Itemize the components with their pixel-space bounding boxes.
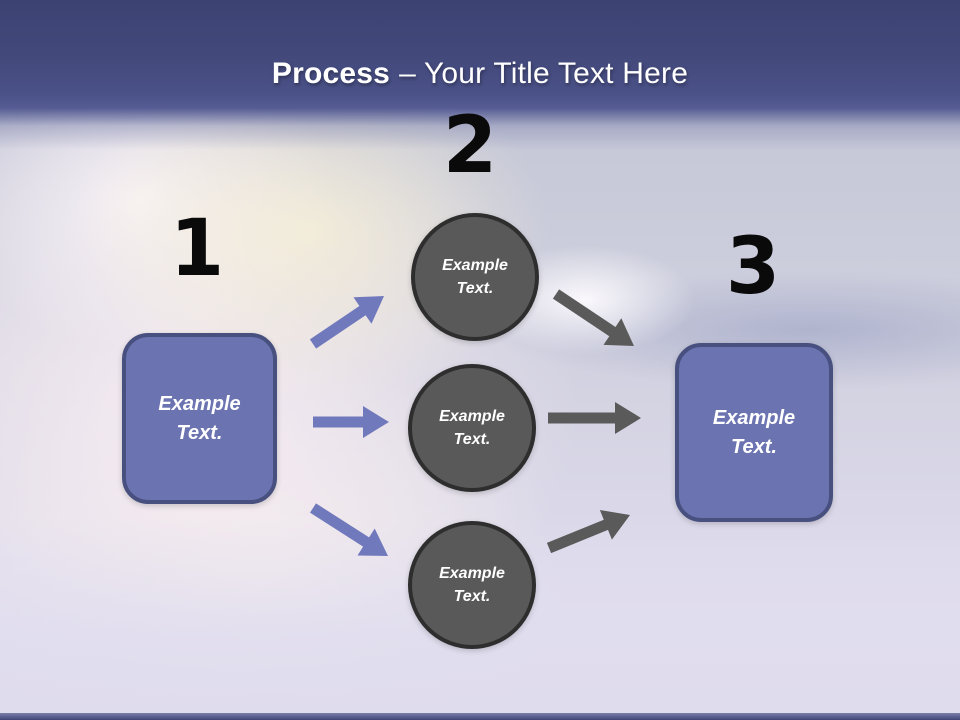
middle-circle-label: Example Text. [439, 408, 505, 448]
title-keyword: Process [271, 57, 391, 90]
middle-process-circle[interactable]: Example Text. [408, 364, 536, 492]
arrow-middle-circle-to-right [548, 402, 641, 434]
right-process-box[interactable]: Example Text. [675, 343, 833, 522]
top-circle-label: Example Text. [442, 257, 508, 297]
step-number-1[interactable]: 1 [169, 204, 225, 294]
arrow-left-to-top-circle [309, 296, 384, 349]
left-process-box[interactable]: Example Text. [122, 333, 277, 504]
arrow-top-circle-to-right [552, 289, 634, 346]
slide-title[interactable]: Process– Your Title Text Here [0, 56, 960, 92]
header-band [0, 0, 960, 150]
arrow-bottom-circle-to-right [546, 510, 630, 554]
step-number-3[interactable]: 3 [725, 222, 781, 312]
arrow-left-to-middle-circle [313, 406, 389, 438]
title-rest: – Your Title Text Here [399, 57, 689, 90]
bottom-process-circle[interactable]: Example Text. [408, 521, 536, 649]
arrow-left-to-bottom-circle [310, 503, 388, 556]
top-process-circle[interactable]: Example Text. [411, 213, 539, 341]
bottom-edge-strip [0, 713, 960, 720]
right-box-label: Example Text. [712, 406, 796, 458]
step-number-2[interactable]: 2 [442, 101, 498, 191]
bottom-circle-label: Example Text. [439, 565, 505, 605]
left-box-label: Example Text. [158, 392, 241, 444]
